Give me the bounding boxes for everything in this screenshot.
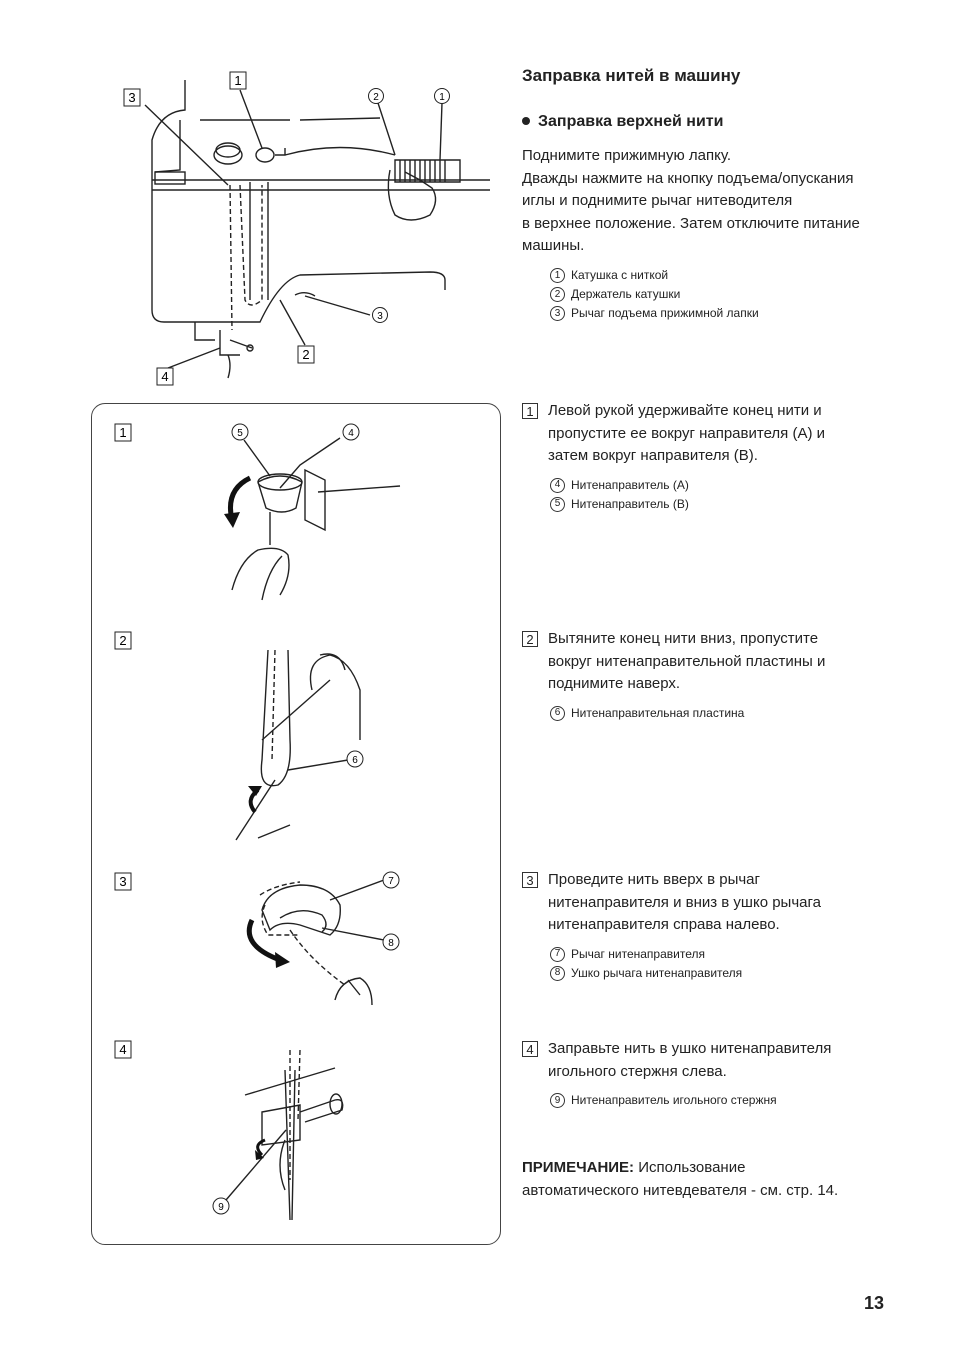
legend-number: 1 (550, 268, 565, 283)
page-number: 13 (864, 1293, 884, 1314)
intro-line: в верхнее положение. Затем отключите пит… (522, 213, 922, 236)
legend-number: 7 (550, 947, 565, 962)
fig3-label-c7: 7 (388, 876, 394, 887)
section-subtitle: Заправка верхней нити (522, 113, 723, 131)
legend-item: 9 Нитенаправитель игольного стержня (550, 1091, 922, 1110)
step-line: поднимите наверх. (548, 673, 825, 696)
step-line: вокруг нитенаправительной пластины и (548, 651, 825, 674)
fig4-label-c9: 9 (218, 1202, 224, 1213)
main-label-sq2: 2 (302, 347, 309, 362)
main-label-c2: 2 (373, 92, 379, 103)
step-legend: 4 Нитенаправитель (A) 5 Нитенаправитель (B… (550, 476, 922, 514)
legend-item: 7 Рычаг нитенаправителя (550, 945, 922, 964)
step-line: Заправьте нить в ушко нитенаправителя (548, 1038, 831, 1061)
legend-label: Держатель катушки (571, 285, 680, 304)
legend-label: Нитенаправитель (B) (571, 495, 689, 514)
step-4: 4 Заправьте нить в ушко нитенаправителя … (522, 1038, 922, 1110)
legend-label: Ушко рычага нитенаправителя (571, 964, 742, 983)
legend-number: 4 (550, 478, 565, 493)
legend-item: 1 Катушка с ниткой (550, 266, 759, 285)
fig4-step-label: 4 (119, 1042, 126, 1057)
legend-label: Нитенаправитель (A) (571, 476, 689, 495)
intro-legend: 1 Катушка с ниткой 2 Держатель катушки 3 Ры… (550, 266, 759, 323)
legend-item: 6 Нитенаправительная пластина (550, 704, 922, 723)
step-number: 1 (522, 403, 538, 419)
legend-number: 5 (550, 497, 565, 512)
step3-illustration: 3 7 8 (110, 865, 490, 1025)
main-label-sq3: 3 (128, 90, 135, 105)
legend-item: 4 Нитенаправитель (A) (550, 476, 922, 495)
step2-illustration: 2 6 (110, 625, 490, 850)
note-text: Использование (634, 1159, 745, 1176)
legend-item: 5 Нитенаправитель (B) (550, 495, 922, 514)
fig3-label-c8: 8 (388, 938, 394, 949)
legend-item: 8 Ушко рычага нитенаправителя (550, 964, 922, 983)
step-number: 2 (522, 631, 538, 647)
legend-label: Катушка с ниткой (571, 266, 668, 285)
step-line: затем вокруг направителя (B). (548, 445, 825, 468)
step-legend: 9 Нитенаправитель игольного стержня (550, 1091, 922, 1110)
step-1: 1 Левой рукой удерживайте конец нити и п… (522, 400, 922, 514)
step-line: нитенаправителя справа налево. (548, 914, 821, 937)
intro-line: Поднимите прижимную лапку. (522, 145, 922, 168)
step-line: Вытяните конец нити вниз, пропустите (548, 628, 825, 651)
legend-number: 2 (550, 287, 565, 302)
main-label-sq1: 1 (234, 73, 241, 88)
step-2: 2 Вытяните конец нити вниз, пропустите в… (522, 628, 922, 723)
legend-number: 9 (550, 1093, 565, 1108)
main-label-c3: 3 (377, 311, 383, 322)
step-3: 3 Проведите нить вверх в рычаг нитенапра… (522, 869, 922, 983)
step4-illustration: 4 9 (110, 1035, 490, 1225)
legend-label: Рычаг подъема прижимной лапки (571, 304, 759, 323)
legend-item: 3 Рычаг подъема прижимной лапки (550, 304, 759, 323)
step-line: пропустите ее вокруг направителя (A) и (548, 423, 825, 446)
page-title: Заправка нитей в машину (522, 66, 740, 86)
section-subtitle-text: Заправка верхней нити (538, 113, 723, 130)
step-line: Проведите нить вверх в рычаг (548, 869, 821, 892)
main-label-sq4: 4 (161, 369, 168, 384)
legend-label: Нитенаправительная пластина (571, 704, 744, 723)
intro-line: иглы и поднимите рычаг нитеводителя (522, 190, 922, 213)
fig2-label-c6: 6 (352, 755, 358, 766)
fig2-step-label: 2 (119, 633, 126, 648)
intro-line: машины. (522, 235, 922, 258)
legend-number: 6 (550, 706, 565, 721)
fig1-step-label: 1 (119, 425, 126, 440)
legend-label: Рычаг нитенаправителя (571, 945, 705, 964)
legend-item: 2 Держатель катушки (550, 285, 759, 304)
step-legend: 6 Нитенаправительная пластина (550, 704, 922, 723)
step-number: 3 (522, 872, 538, 888)
step-legend: 7 Рычаг нитенаправителя 8 Ушко рычага ните… (550, 945, 922, 983)
intro-text: Поднимите прижимную лапку. Дважды нажмит… (522, 145, 922, 258)
fig1-label-c5: 5 (237, 428, 243, 439)
legend-label: Нитенаправитель игольного стержня (571, 1091, 777, 1110)
step-number: 4 (522, 1041, 538, 1057)
step1-illustration: 1 5 4 (110, 415, 490, 615)
legend-number: 3 (550, 306, 565, 321)
note-label: ПРИМЕЧАНИЕ: (522, 1159, 634, 1176)
note-text-line2: автоматического нитевдевателя - см. стр.… (522, 1180, 922, 1203)
fig1-label-c4: 4 (348, 428, 354, 439)
intro-line: Дважды нажмите на кнопку подъема/опускан… (522, 168, 922, 191)
machine-overview-illustration: 1 3 2 4 2 1 3 (110, 65, 510, 395)
step-line: Левой рукой удерживайте конец нити и (548, 400, 825, 423)
bullet-icon (522, 117, 530, 125)
step-line: нитенаправителя и вниз в ушко рычага (548, 892, 821, 915)
fig3-step-label: 3 (119, 874, 126, 889)
legend-number: 8 (550, 966, 565, 981)
note-block: ПРИМЕЧАНИЕ: Использование автоматическог… (522, 1157, 922, 1202)
main-label-c1: 1 (439, 92, 445, 103)
step-line: игольного стержня слева. (548, 1061, 831, 1084)
